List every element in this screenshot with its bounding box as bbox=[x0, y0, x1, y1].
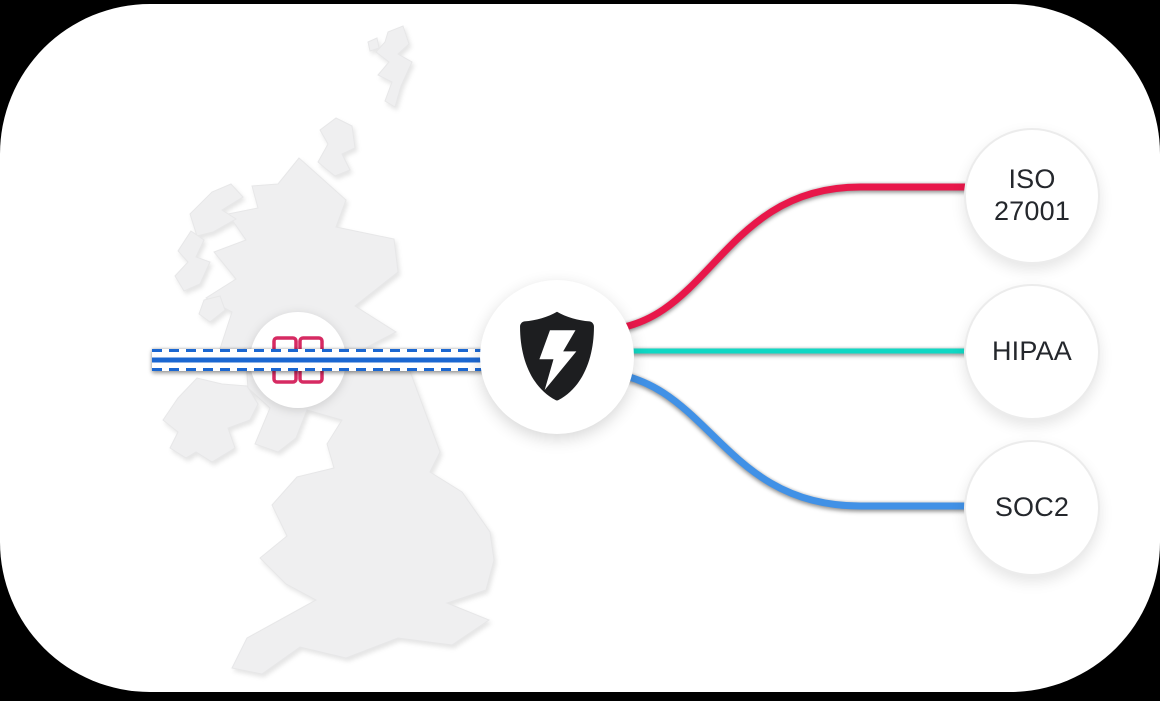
map-hebrides-south bbox=[174, 230, 211, 292]
cert-node-soc2: SOC2 bbox=[964, 440, 1100, 576]
map-shetland-islet bbox=[367, 37, 380, 52]
cert-node-iso-27001: ISO 27001 bbox=[964, 128, 1100, 264]
connector-iso-27001 bbox=[596, 183, 972, 334]
map-northern-ireland bbox=[162, 377, 259, 463]
cert-label: ISO 27001 bbox=[993, 164, 1071, 226]
map-islay bbox=[198, 295, 226, 323]
cert-label: SOC2 bbox=[994, 492, 1070, 523]
lightning-bolt bbox=[539, 329, 577, 390]
map-shetland bbox=[375, 25, 413, 108]
map-hebrides-north bbox=[189, 183, 244, 237]
cert-label: HIPAA bbox=[991, 336, 1073, 367]
cert-node-hipaa: HIPAA bbox=[964, 284, 1100, 420]
connector-soc2 bbox=[596, 368, 972, 510]
hub-circle bbox=[480, 280, 634, 434]
shield-lightning-icon bbox=[520, 311, 594, 401]
uk-map bbox=[162, 25, 495, 675]
map-orkney bbox=[317, 117, 356, 177]
